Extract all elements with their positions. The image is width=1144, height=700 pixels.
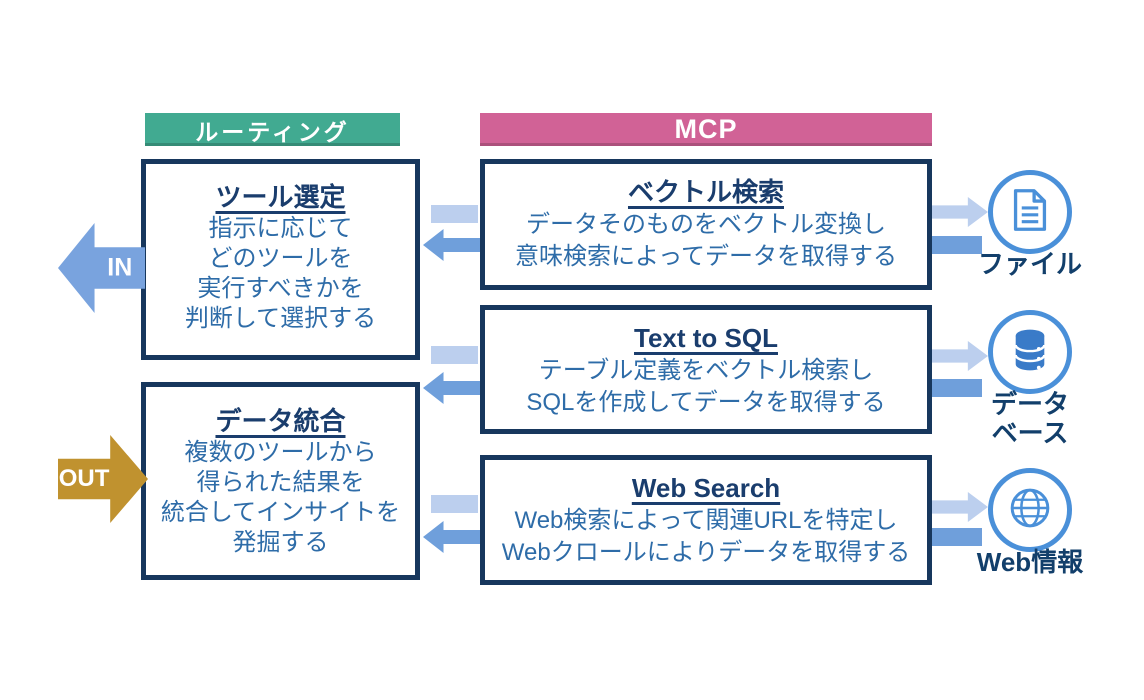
- text-to-sql-line: SQLを作成してデータを取得する: [526, 389, 886, 416]
- tool-selection-title: ツール選定: [215, 182, 346, 212]
- database-source-circle: [988, 310, 1072, 394]
- file-source-circle: [988, 170, 1072, 254]
- data-integration-line: 発掘する: [232, 529, 329, 556]
- text-to-sql-line: テーブル定義をベクトル検索し: [538, 357, 874, 384]
- data-integration-box: データ統合 複数のツールから 得られた結果を 統合してインサイトを 発掘する: [141, 382, 420, 580]
- request-arrow-head-row2: [932, 341, 988, 371]
- text-to-sql-box: Text to SQL テーブル定義をベクトル検索し SQLを作成してデータを取…: [480, 305, 932, 434]
- out-flow-arrow: OUT: [58, 435, 148, 523]
- web-search-title: Web Search: [631, 473, 781, 503]
- vector-search-line: データそのものをベクトル変換し: [526, 211, 886, 238]
- out-flow-label: OUT: [58, 465, 110, 492]
- response-arrow-tail-row1: [932, 236, 982, 254]
- web-source-circle: [988, 468, 1072, 552]
- vector-search-line: 意味検索によってデータを取得する: [514, 243, 898, 270]
- response-arrow-head-row2: [423, 372, 480, 404]
- web-search-line: Webクロールによりデータを取得する: [501, 539, 911, 566]
- mcp-header: MCP: [480, 113, 932, 146]
- response-arrow-tail-row3: [932, 528, 982, 546]
- response-arrow-head-row1: [423, 229, 480, 261]
- request-arrow-head-row1: [932, 197, 988, 227]
- file-icon: [1012, 188, 1048, 237]
- file-source-label: ファイル: [977, 249, 1082, 279]
- text-to-sql-title: Text to SQL: [634, 323, 778, 353]
- tool-selection-line: 指示に応じて: [208, 215, 353, 242]
- globe-icon: [1007, 485, 1053, 536]
- in-flow-arrow: IN: [58, 223, 145, 313]
- web-search-line: Web検索によって関連URLを特定し: [514, 507, 898, 534]
- data-integration-line: 得られた結果を: [196, 469, 365, 496]
- routing-header: ルーティング: [145, 113, 400, 146]
- data-integration-title: データ統合: [215, 406, 346, 436]
- tool-selection-line: 実行すべきかを: [197, 275, 364, 302]
- database-source-label-line2: ベース: [991, 418, 1069, 448]
- database-icon: [1011, 328, 1049, 377]
- request-arrow-tail-row3: [431, 495, 478, 513]
- data-integration-line: 複数のツールから: [184, 439, 377, 466]
- database-source-label-line1: データ: [990, 389, 1069, 419]
- database-source-label: データ ベース: [955, 390, 1105, 448]
- request-arrow-tail-row1: [431, 205, 478, 223]
- request-arrow-head-row3: [932, 492, 988, 522]
- response-arrow-head-row3: [423, 521, 480, 553]
- vector-search-box: ベクトル検索 データそのものをベクトル変換し 意味検索によってデータを取得する: [480, 159, 932, 290]
- data-integration-line: 統合してインサイトを: [160, 499, 401, 526]
- in-flow-label: IN: [107, 253, 133, 282]
- tool-selection-box: ツール選定 指示に応じて どのツールを 実行すべきかを 判断して選択する: [141, 159, 420, 360]
- web-search-box: Web Search Web検索によって関連URLを特定し Webクロールにより…: [480, 455, 932, 585]
- tool-selection-line: どのツールを: [208, 245, 353, 272]
- response-arrow-tail-row2: [932, 379, 982, 397]
- vector-search-title: ベクトル検索: [627, 177, 784, 207]
- tool-selection-line: 判断して選択する: [184, 305, 377, 332]
- request-arrow-tail-row2: [431, 346, 478, 364]
- web-source-label: Web情報: [976, 547, 1084, 577]
